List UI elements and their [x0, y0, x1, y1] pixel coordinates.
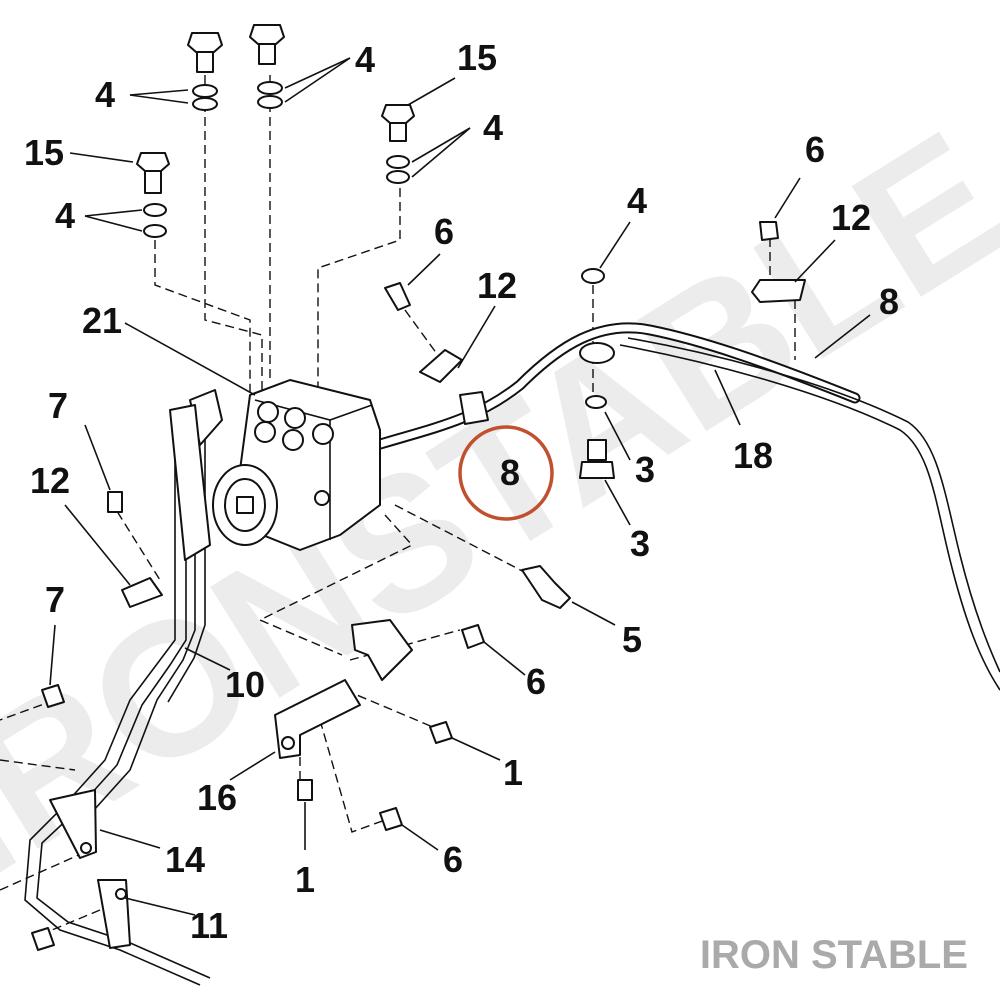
callout-label: 7: [45, 579, 65, 620]
callout-label: 15: [457, 37, 497, 78]
banjo-bolt-top-right: [249, 24, 285, 109]
callout-label: 15: [24, 132, 64, 173]
callout-label: 4: [627, 180, 647, 221]
highlight-callout-label: 8: [500, 452, 520, 493]
brake-lines: [24, 322, 1000, 986]
brand-logo-text: IRON STABLE: [700, 933, 968, 977]
callout-label: 4: [355, 39, 375, 80]
callout-label: 4: [483, 107, 503, 148]
callout-label: 18: [733, 435, 773, 476]
callout-label: 6: [526, 661, 546, 702]
callout-label: 1: [503, 752, 523, 793]
banjo-bolt-left: [136, 152, 170, 238]
leader-lines: [49, 57, 871, 916]
callout-label: 5: [622, 619, 642, 660]
callout-label: 6: [805, 129, 825, 170]
callout-label: 4: [55, 195, 75, 236]
banjo-bolts: [136, 24, 415, 238]
brackets: [49, 619, 413, 949]
callout-label: 14: [165, 839, 205, 880]
callout-label: 10: [225, 664, 265, 705]
callout-label: 12: [831, 197, 871, 238]
callout-labels: 4 4 15 15 4 4 4 6 12 21 12 6 8 7 12 8 3 …: [24, 37, 899, 946]
banjo-bolt-right: [381, 104, 415, 184]
callout-label: 6: [443, 839, 463, 880]
hardware: [31, 221, 806, 951]
callout-label: 7: [48, 385, 68, 426]
callout-label: 11: [190, 905, 228, 946]
callout-label: 3: [635, 449, 655, 490]
callout-label: 16: [197, 777, 237, 818]
callout-label: 8: [879, 281, 899, 322]
abs-modulator: [169, 379, 381, 561]
callout-label: 21: [82, 300, 122, 341]
callout-label: 12: [477, 265, 517, 306]
callout-label: 12: [30, 460, 70, 501]
highlight-circle: [458, 425, 554, 521]
callout-label: 1: [295, 859, 315, 900]
banjo-bolt-top-left: [187, 32, 223, 111]
callout-label: 3: [630, 523, 650, 564]
callout-label: 6: [434, 211, 454, 252]
callout-label: 4: [95, 74, 115, 115]
